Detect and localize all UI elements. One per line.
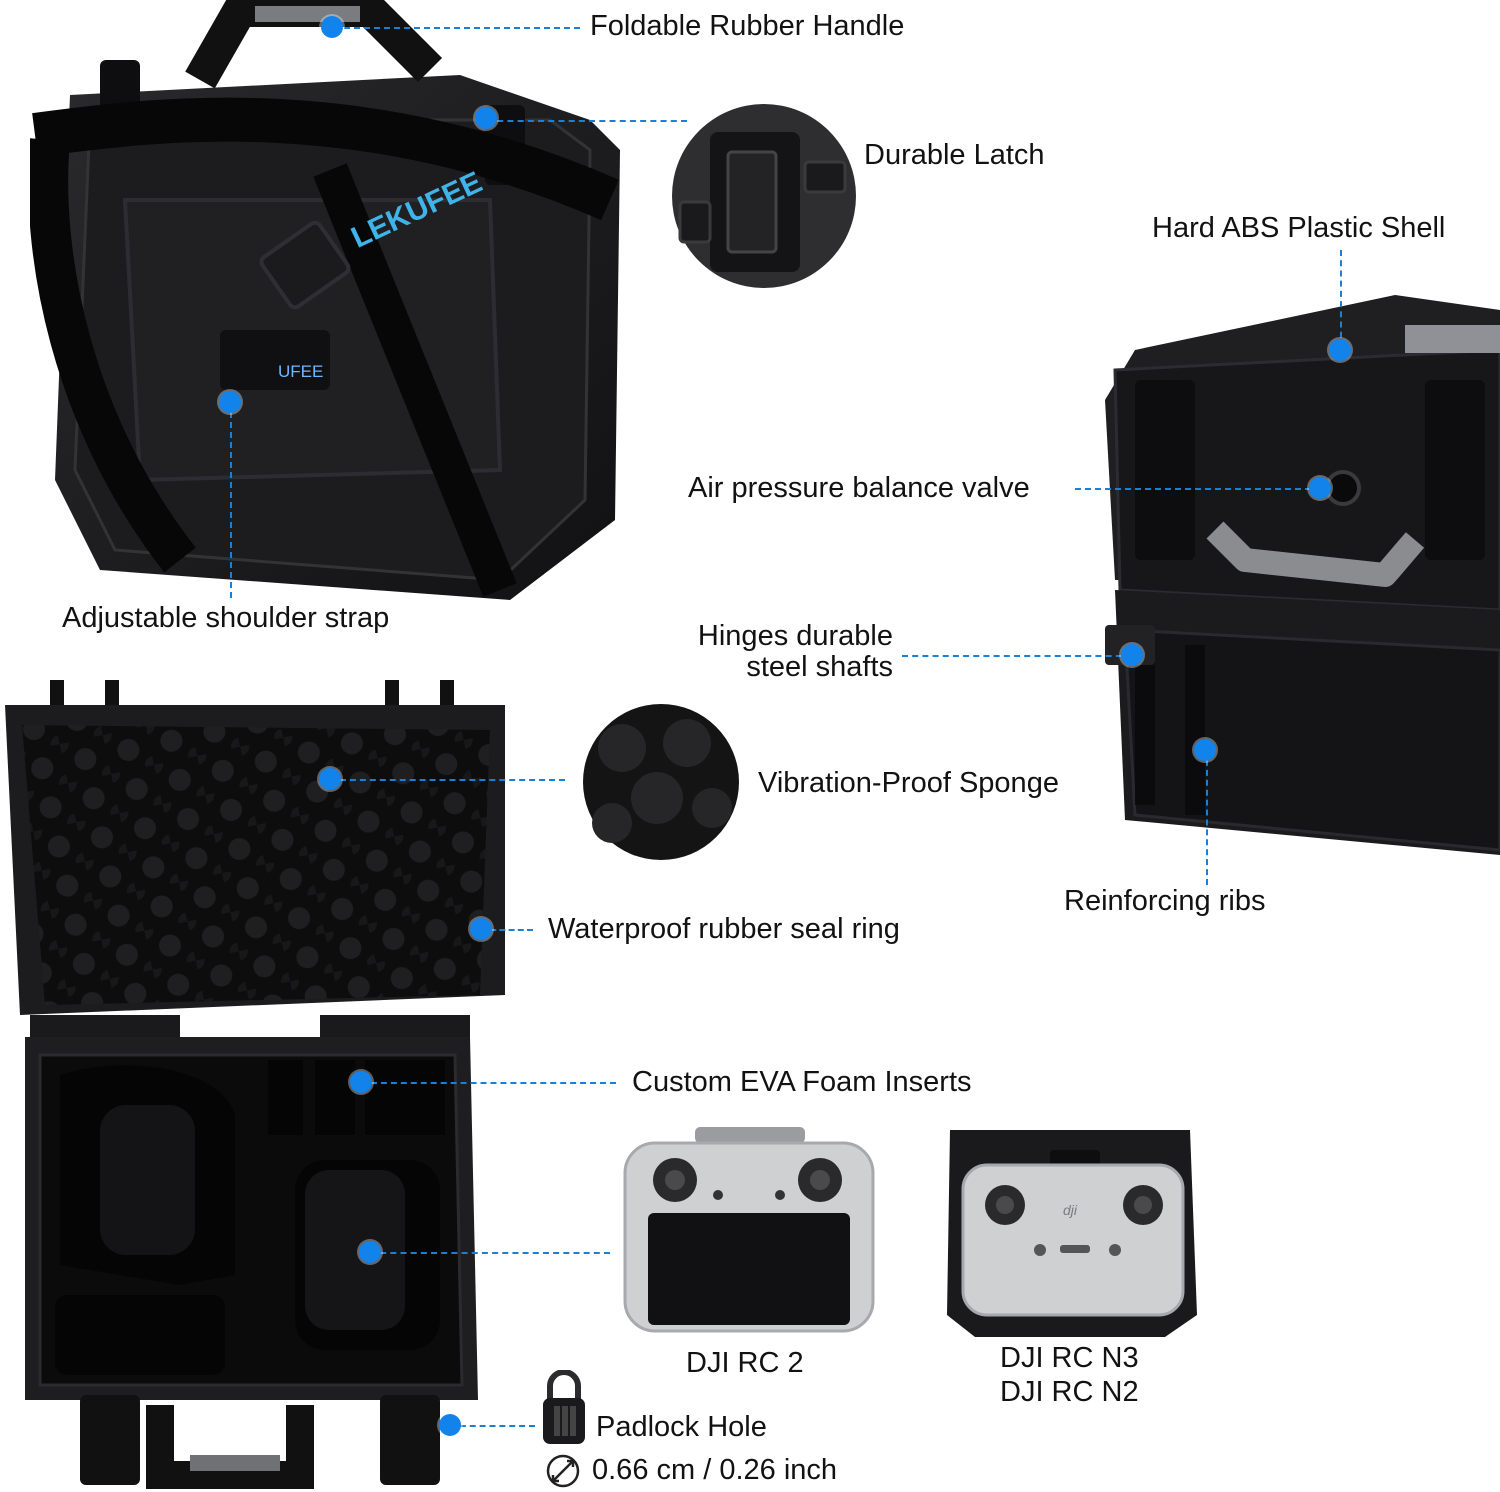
- case-badge-text: UFEE: [278, 362, 323, 381]
- label-rcn2: DJI RC N2: [1000, 1376, 1139, 1408]
- label-seal: Waterproof rubber seal ring: [548, 913, 900, 945]
- label-latch: Durable Latch: [864, 139, 1045, 171]
- leader-strap: [230, 402, 232, 598]
- label-rc2: DJI RC 2: [686, 1347, 804, 1379]
- padlock-icon: [543, 1370, 585, 1444]
- dot-shell: [1329, 339, 1351, 361]
- dot-latch: [475, 107, 497, 129]
- label-eva: Custom EVA Foam Inserts: [632, 1066, 972, 1098]
- label-shell: Hard ABS Plastic Shell: [1152, 212, 1446, 244]
- leader-hinges: [902, 655, 1132, 657]
- leader-valve: [1075, 488, 1321, 490]
- leader-seal: [481, 929, 533, 931]
- open-case-image: [5, 680, 505, 1489]
- dot-eva: [350, 1071, 372, 1093]
- label-sponge: Vibration-Proof Sponge: [758, 767, 1059, 799]
- leader-sponge: [330, 779, 565, 781]
- dot-strap: [219, 391, 241, 413]
- dji-logo-text: dji: [1063, 1202, 1078, 1218]
- label-valve: Air pressure balance valve: [688, 472, 1030, 504]
- label-padlock: Padlock Hole: [596, 1411, 767, 1443]
- label-strap: Adjustable shoulder strap: [62, 602, 390, 634]
- dot-hinges: [1121, 644, 1143, 666]
- diameter-icon: [546, 1454, 580, 1488]
- dot-rc: [359, 1241, 381, 1263]
- label-rcn3: DJI RC N3: [1000, 1342, 1139, 1374]
- dot-padlock: [439, 1414, 461, 1436]
- leader-padlock: [450, 1425, 535, 1427]
- label-hinges-line1: Hinges durable: [697, 620, 893, 652]
- leader-latch: [487, 120, 687, 122]
- label-hinges-line2: steel shafts: [746, 651, 893, 683]
- label-padlock-size: 0.66 cm / 0.26 inch: [592, 1454, 838, 1486]
- dji-rc2-image: [623, 1127, 875, 1333]
- closed-case-image: UFEE LEKUFEE: [30, 0, 620, 600]
- dot-sponge: [319, 768, 341, 790]
- dot-ribs: [1194, 739, 1216, 761]
- stacked-cases-image: [1105, 295, 1500, 855]
- leader-rc: [370, 1252, 610, 1254]
- leader-handle: [334, 27, 580, 29]
- label-ribs: Reinforcing ribs: [1064, 885, 1266, 917]
- dot-handle: [321, 16, 343, 38]
- leader-shell: [1340, 250, 1342, 348]
- dot-valve: [1309, 477, 1331, 499]
- dji-rcn3-image: dji: [947, 1130, 1197, 1337]
- dot-seal: [470, 918, 492, 940]
- latch-closeup-image: [672, 104, 856, 288]
- leader-eva: [361, 1082, 616, 1084]
- label-handle: Foldable Rubber Handle: [590, 10, 905, 42]
- leader-ribs: [1206, 750, 1208, 885]
- sponge-closeup-image: [583, 704, 739, 860]
